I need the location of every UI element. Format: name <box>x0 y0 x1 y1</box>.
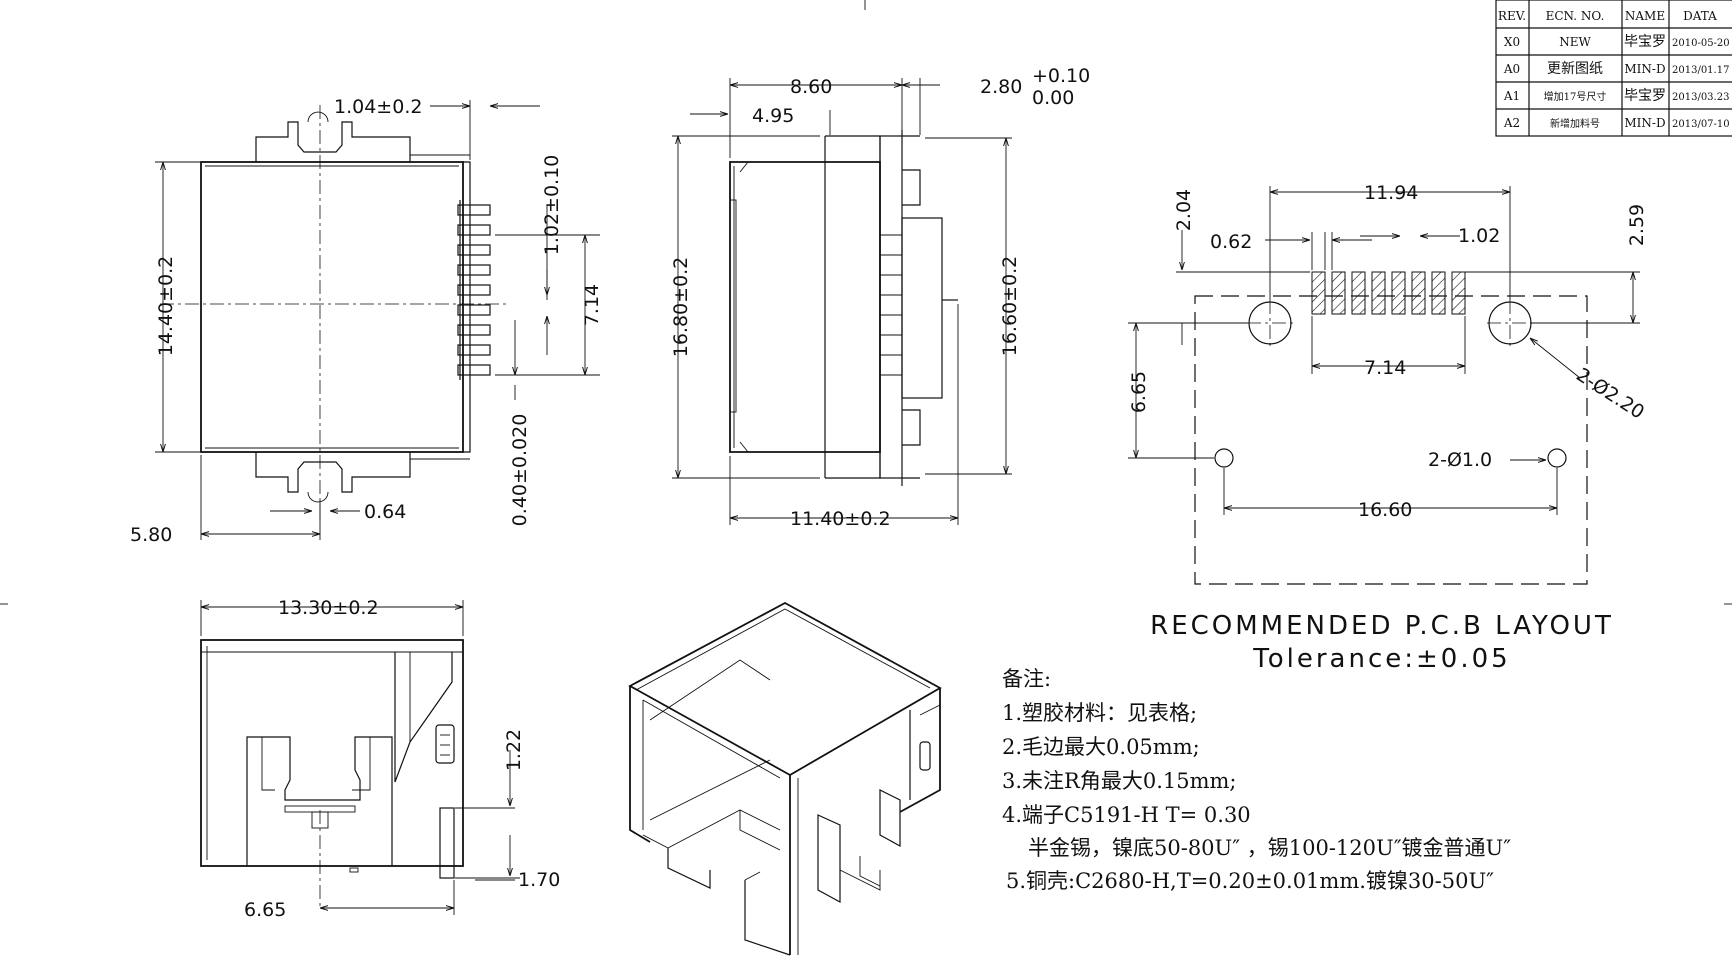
dim-depth: 8.60 <box>790 76 832 98</box>
dim-tab: 0.64 <box>364 501 406 523</box>
dim-left-height: 16.80±0.2 <box>670 257 692 358</box>
sheet-marks <box>0 0 1732 605</box>
dim-pin-thickness: 0.40±0.020 <box>509 414 531 527</box>
dim-hole-large: 2-Ø2.20 <box>1572 364 1648 424</box>
side-pins <box>880 234 902 376</box>
rev-cell: A1 <box>1503 89 1520 103</box>
rev-cell: MIN-D <box>1624 62 1665 76</box>
dim-right-offset: 2.59 <box>1626 204 1648 246</box>
dim-front: 4.95 <box>752 105 794 127</box>
note-line-2: 2.毛边最大0.05mm; <box>1002 735 1200 759</box>
side-view: 8.60 4.95 2.80 +0.10 0.00 16.80±0.2 16.6… <box>670 65 1090 530</box>
dim-pad-width: 0.62 <box>1210 231 1252 253</box>
rev-cell: A2 <box>1503 116 1520 130</box>
rev-header-name: NAME <box>1625 9 1665 23</box>
dim-front-3: 6.65 <box>244 899 286 921</box>
note-line-6: 5.铜壳:C2680-H,T=0.20±0.01mm.镀镍30-50U″ <box>1006 869 1494 893</box>
dim-front-2: 1.70 <box>518 869 560 891</box>
note-line-3: 3.未注R角最大0.15mm; <box>1002 769 1237 793</box>
dim-small-span: 16.60 <box>1358 499 1412 521</box>
small-hole-right <box>1547 448 1567 468</box>
small-hole-left <box>1214 448 1234 468</box>
front-view: 13.30±0.2 1.22 1.70 6.65 <box>200 597 560 921</box>
dim-right-height: 16.60±0.2 <box>999 256 1021 357</box>
note-line-1: 1.塑胶材料：见表格; <box>1002 701 1197 725</box>
dim-pin-span: 7.14 <box>581 284 603 326</box>
pin-row <box>457 200 491 380</box>
rev-cell: A0 <box>1503 62 1520 76</box>
dim-top-offset: 2.04 <box>1173 189 1195 231</box>
dim-pcb-total: 11.94 <box>1364 182 1418 204</box>
rev-cell: 更新图纸 <box>1547 61 1603 77</box>
rev-cell: 增加17号尺寸 <box>1544 90 1607 103</box>
dim-pad-span: 7.14 <box>1364 357 1406 379</box>
notes-heading: 备注: <box>1002 667 1051 691</box>
rev-cell: X0 <box>1504 35 1520 49</box>
pcb-layout: 11.94 0.62 1.02 2.04 2.59 7.14 2-Ø2.20 6… <box>1128 182 1648 674</box>
rev-cell: 2013/07-10 <box>1672 119 1730 130</box>
rev-header-ecn: ECN. NO. <box>1546 9 1605 23</box>
dim-front-1: 1.22 <box>503 729 525 771</box>
rev-cell: MIN-D <box>1624 116 1665 130</box>
dim-front-width: 13.30±0.2 <box>278 597 379 619</box>
tol-plus: +0.10 <box>1032 65 1090 87</box>
revision-table: REV. ECN. NO. NAME DATA X0 NEW 毕宝罗 2010-… <box>1495 0 1732 137</box>
rev-cell: 2013/03.23 <box>1672 92 1729 103</box>
dim-pin: 2.80 <box>980 76 1022 98</box>
dim-pin-width: 1.04±0.2 <box>334 96 422 118</box>
rev-cell: 毕宝罗 <box>1624 34 1666 50</box>
note-line-5: 半金锡，镍底50-80U″ ，锡100-120U″镀金普通U″ <box>1028 836 1511 860</box>
dim-side-width: 11.40±0.2 <box>790 508 891 530</box>
tol-minus: 0.00 <box>1032 87 1074 109</box>
rev-header-rev: REV. <box>1498 9 1526 23</box>
rev-cell: 2013/01.17 <box>1672 65 1729 76</box>
notes: 备注: 1.塑胶材料：见表格; 2.毛边最大0.05mm; 3.未注R角最大0.… <box>1002 667 1511 893</box>
pcb-outline <box>1194 295 1588 585</box>
isometric-view <box>628 601 942 956</box>
dim-offset: 5.80 <box>130 524 172 546</box>
rev-header-data: DATA <box>1683 9 1717 23</box>
rev-cell: NEW <box>1559 35 1591 49</box>
dim-pitch: 1.02±0.10 <box>541 155 563 256</box>
note-line-4: 4.端子C5191-H T= 0.30 <box>1002 803 1251 827</box>
rev-cell: 新增加料号 <box>1550 117 1600 130</box>
rev-cell: 2010-05-20 <box>1672 38 1730 49</box>
dim-pcb-pitch: 1.02 <box>1458 225 1500 247</box>
dim-top-height: 14.40±0.2 <box>155 256 177 357</box>
dim-hole-small: 2-Ø1.0 <box>1428 449 1492 471</box>
pad-row <box>1311 271 1466 315</box>
rev-cell: 毕宝罗 <box>1624 88 1666 104</box>
top-view: 14.40±0.2 1.04±0.2 7.14 1.02±0.10 0.40±0… <box>130 96 603 546</box>
dim-pcb-vertical: 6.65 <box>1128 371 1150 413</box>
pcb-tolerance: Tolerance:±0.05 <box>1252 644 1510 674</box>
pcb-layout-title: RECOMMENDED P.C.B LAYOUT <box>1150 611 1614 641</box>
